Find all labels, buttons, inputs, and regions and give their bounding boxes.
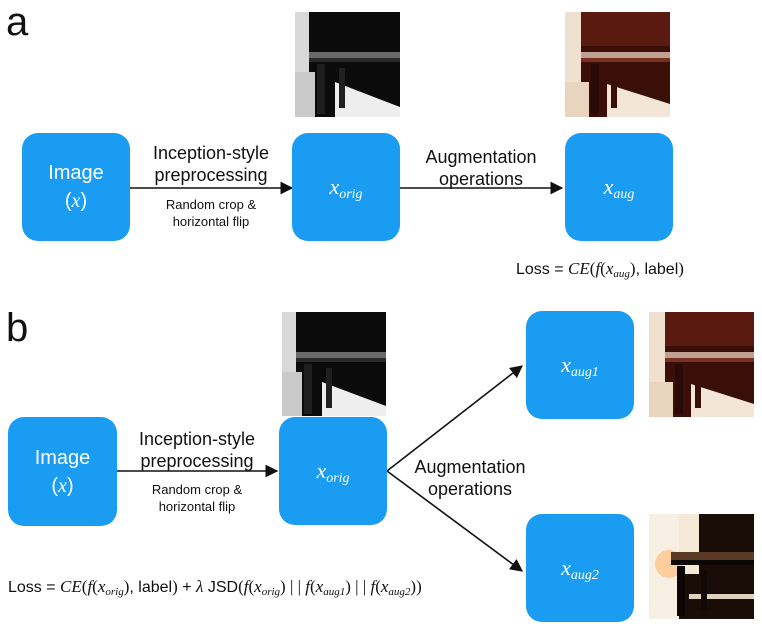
orig-variable-a: xorig (329, 174, 363, 202)
preprocess-detail-b: Random crop & horizontal flip (151, 482, 243, 514)
piano-photo-aug-a (565, 12, 670, 117)
aug2-box-b: xaug2 (526, 514, 634, 622)
orig-box-a: xorig (292, 133, 400, 241)
panel-label-b: b (6, 306, 29, 350)
arrow-b-augment-2 (386, 470, 524, 572)
image-box-variable: (x) (64, 190, 88, 212)
aug-variable-a: xaug (603, 174, 635, 202)
aug-box-a: xaug (565, 133, 673, 241)
augment-label-a: Augmentation operations (425, 147, 537, 189)
image-box-title-b: Image (34, 446, 91, 469)
panel-label-a: a (6, 0, 29, 44)
image-box-b: Image (x) (8, 417, 117, 526)
aug1-box-b: xaug1 (526, 311, 634, 419)
preprocess-label-a: Inception-style preprocessing (152, 143, 270, 185)
orig-box-b: xorig (279, 417, 387, 525)
image-box-a: Image (x) (22, 133, 130, 241)
loss-formula-a: Loss = CE(f(xaug), label) (516, 259, 684, 280)
aug2-variable-b: xaug2 (561, 555, 599, 583)
piano-photo-aug2-b (649, 514, 754, 619)
preprocess-detail-a: Random crop & horizontal flip (165, 197, 257, 229)
arrow-b-augment-1 (386, 365, 524, 472)
image-box-variable-b: (x) (51, 474, 74, 497)
loss-formula-b: Loss = CE(f(xorig), label) + λ JSD(f(xor… (8, 577, 422, 598)
orig-variable-b: xorig (316, 458, 350, 486)
piano-photo-orig-a (295, 12, 400, 117)
aug1-variable-b: xaug1 (561, 352, 599, 380)
piano-photo-aug1-b (649, 312, 754, 417)
image-box-title: Image (48, 162, 104, 184)
piano-photo-orig-b (282, 312, 386, 416)
preprocess-label-b: Inception-style preprocessing (138, 429, 256, 471)
augment-label-b: Augmentation operations (414, 457, 526, 499)
